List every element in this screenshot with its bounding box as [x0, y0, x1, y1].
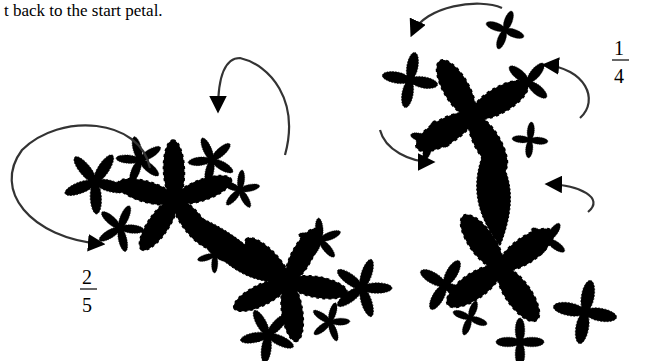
fraction-denominator: 4 — [614, 66, 624, 86]
caption-fragment: t back to the start petal. — [4, 2, 163, 19]
fraction-numerator: 1 — [614, 38, 624, 58]
fraction-denominator: 5 — [82, 295, 92, 315]
fraction-numerator: 2 — [82, 267, 92, 287]
